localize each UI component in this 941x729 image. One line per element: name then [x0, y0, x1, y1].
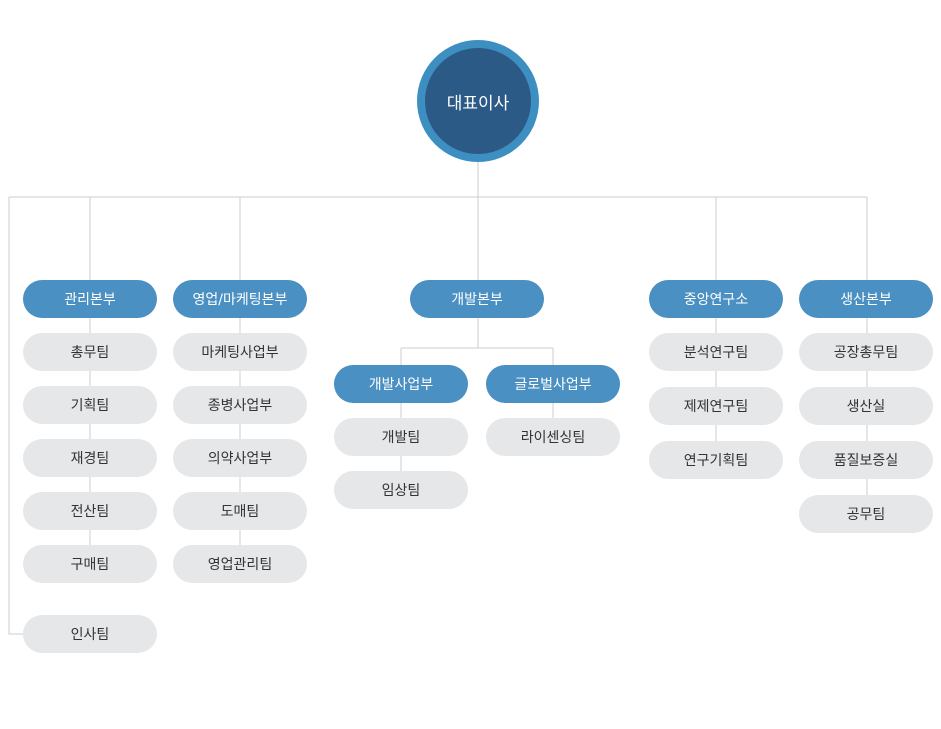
division-development: 개발본부 [410, 280, 544, 318]
team-node: 인사팀 [23, 615, 157, 653]
division-central-research: 중앙연구소 [649, 280, 783, 318]
subdivision-global-business: 글로벌사업부 [486, 365, 620, 403]
division-production: 생산본부 [799, 280, 933, 318]
team-node: 도매팀 [173, 492, 307, 530]
division-sales-marketing: 영업/마케팅본부 [173, 280, 307, 318]
team-node: 총무팀 [23, 333, 157, 371]
team-node: 공무팀 [799, 495, 933, 533]
team-node: 제제연구팀 [649, 387, 783, 425]
team-node: 영업관리팀 [173, 545, 307, 583]
left-edge-connector [8, 197, 23, 635]
subdivision-development-business: 개발사업부 [334, 365, 468, 403]
team-node: 종병사업부 [173, 386, 307, 424]
team-node: 생산실 [799, 387, 933, 425]
team-node: 분석연구팀 [649, 333, 783, 371]
team-node: 구매팀 [23, 545, 157, 583]
team-node: 임상팀 [334, 471, 468, 509]
team-node: 연구기획팀 [649, 441, 783, 479]
ceo-node: 대표이사 [425, 48, 531, 154]
team-node: 기획팀 [23, 386, 157, 424]
team-node: 품질보증실 [799, 441, 933, 479]
team-node: 의약사업부 [173, 439, 307, 477]
team-node: 라이센싱팀 [486, 418, 620, 456]
team-node: 마케팅사업부 [173, 333, 307, 371]
division-admin: 관리본부 [23, 280, 157, 318]
team-node: 개발팀 [334, 418, 468, 456]
team-node: 재경팀 [23, 439, 157, 477]
team-node: 전산팀 [23, 492, 157, 530]
team-node: 공장총무팀 [799, 333, 933, 371]
